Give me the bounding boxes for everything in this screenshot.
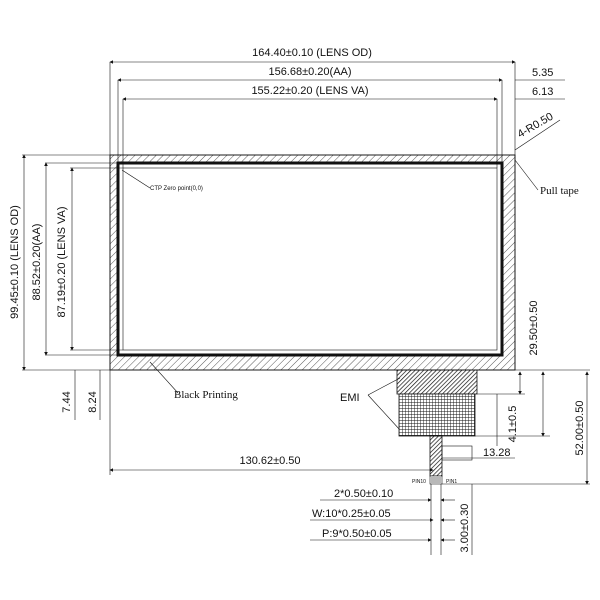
bottom-dimension <box>109 370 434 475</box>
aa-width-label: 156.68±0.20(AA) <box>268 66 351 78</box>
lens-va-width-label: 155.22±0.20 (LENS VA) <box>251 85 368 97</box>
ctp-zero-label: CTP Zero point(0,0) <box>150 186 203 192</box>
right-offset-1-label: 5.35 <box>532 67 553 79</box>
fpc-width-label: 13.28 <box>483 447 511 459</box>
pin-dimensions <box>310 484 455 555</box>
lens-va-height-label: 87.19±0.20 (LENS VA) <box>56 206 68 317</box>
top-dimensions <box>109 60 565 168</box>
emi-label: EMI <box>340 392 360 404</box>
aa-height-label: 88.52±0.20(AA) <box>31 224 43 301</box>
fpc-width-small-label: 4.1±0.5 <box>507 406 519 443</box>
fpc-tail <box>396 369 478 485</box>
bottom-offset-2-label: 8.24 <box>87 391 99 412</box>
pin-pitch-label: P:9*0.50±0.05 <box>322 528 392 540</box>
fpc-height-2-label: 52.00±0.50 <box>574 401 586 456</box>
pin1-label: PIN1 <box>446 479 457 485</box>
right-offset-2-label: 6.13 <box>532 86 553 98</box>
stiffener-length-label: 3.00±0.30 <box>459 504 471 553</box>
lens-od-height-label: 99.45±0.10 (LENS OD) <box>9 205 21 319</box>
fpc-dimensions <box>442 369 590 555</box>
callouts <box>121 159 539 431</box>
fpc-height-1-label: 29.50±0.50 <box>528 301 540 356</box>
pin-width-label: W:10*0.25±0.05 <box>312 508 391 520</box>
pull-tape-label: Pull tape <box>540 185 579 197</box>
tail-x-offset-label: 130.62±0.50 <box>239 455 300 467</box>
black-printing-label: Black Printing <box>174 389 238 401</box>
lens-outline <box>109 154 516 371</box>
pin10-label: PIN10 <box>412 479 426 485</box>
lens-od-width-label: 164.40±0.10 (LENS OD) <box>252 47 372 59</box>
left-dimensions <box>22 154 123 420</box>
pin-pitch-2-label: 2*0.50±0.10 <box>334 488 393 500</box>
bottom-offset-1-label: 7.44 <box>61 391 73 412</box>
